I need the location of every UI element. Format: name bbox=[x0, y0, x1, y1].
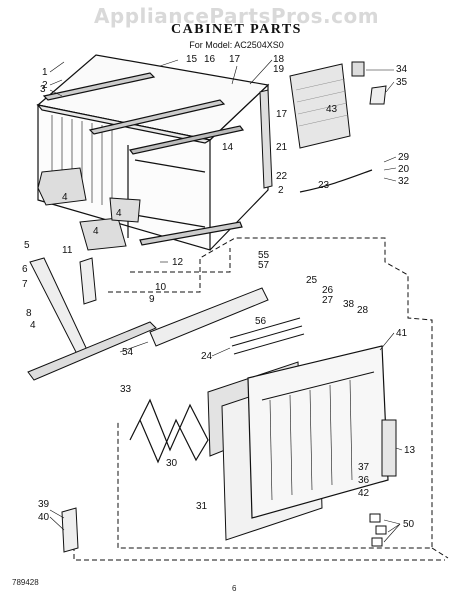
callout-18: 18 bbox=[273, 54, 285, 65]
callout-27: 27 bbox=[322, 295, 334, 306]
part-35-knob bbox=[369, 85, 387, 105]
retainer-clips bbox=[369, 513, 387, 547]
page-number: 6 bbox=[232, 584, 237, 593]
callout-4d: 4 bbox=[30, 320, 36, 331]
callout-40: 40 bbox=[38, 512, 50, 523]
callout-28: 28 bbox=[357, 305, 369, 316]
callout-14: 14 bbox=[222, 142, 234, 153]
callout-34: 34 bbox=[396, 64, 408, 75]
callout-39: 39 bbox=[38, 499, 50, 510]
bottom-rail bbox=[27, 321, 157, 381]
heater-coil bbox=[129, 398, 209, 464]
callout-41: 41 bbox=[396, 328, 408, 339]
left-brackets bbox=[29, 257, 97, 357]
callout-42: 42 bbox=[358, 488, 370, 499]
callout-22: 22 bbox=[276, 171, 288, 182]
callout-32: 32 bbox=[398, 176, 410, 187]
callout-4b: 4 bbox=[116, 208, 122, 219]
callout-33: 33 bbox=[120, 384, 132, 395]
callout-2b: 2 bbox=[278, 185, 284, 196]
callout-4c: 4 bbox=[93, 226, 99, 237]
callout-11: 11 bbox=[62, 245, 73, 256]
callout-8: 8 bbox=[26, 308, 32, 319]
callout-4a: 4 bbox=[62, 192, 68, 203]
callout-3: 3 bbox=[40, 84, 46, 95]
callout-21: 21 bbox=[276, 142, 288, 153]
callout-15: 15 bbox=[186, 54, 198, 65]
callout-23: 23 bbox=[318, 180, 330, 191]
part-34-pad bbox=[351, 61, 365, 77]
callout-17b: 17 bbox=[276, 109, 288, 120]
callout-13: 13 bbox=[404, 445, 416, 456]
leader-lines bbox=[49, 59, 403, 543]
callout-26: 26 bbox=[322, 285, 334, 296]
mounting-pads bbox=[37, 167, 141, 251]
callout-24: 24 bbox=[201, 351, 213, 362]
callout-10: 10 bbox=[155, 282, 167, 293]
callout-7: 7 bbox=[22, 279, 28, 290]
side-panel bbox=[289, 63, 351, 149]
model-subtitle: For Model: AC2504XS0 bbox=[189, 40, 284, 50]
ground-cable bbox=[299, 169, 373, 193]
callout-labels: 1 2 3 4 4 4 5 6 7 8 4 9 10 11 12 14 15 1… bbox=[22, 54, 416, 530]
callout-1: 1 bbox=[42, 67, 48, 78]
callout-16: 16 bbox=[204, 54, 216, 65]
callout-38: 38 bbox=[343, 299, 355, 310]
callout-43: 43 bbox=[326, 104, 338, 115]
vertical-rail bbox=[259, 89, 273, 189]
part-13-panel bbox=[381, 419, 397, 477]
callout-36: 36 bbox=[358, 475, 370, 486]
callout-57: 57 bbox=[258, 260, 270, 271]
callout-29: 29 bbox=[398, 152, 410, 163]
callout-54: 54 bbox=[122, 347, 134, 358]
front-grille bbox=[247, 345, 389, 519]
callout-2: 2 bbox=[42, 80, 48, 91]
callout-35: 35 bbox=[396, 77, 408, 88]
callout-30: 30 bbox=[166, 458, 178, 469]
callout-50: 50 bbox=[403, 519, 415, 530]
callout-6: 6 bbox=[22, 264, 28, 275]
callout-12: 12 bbox=[172, 257, 184, 268]
watermark-text: AppliancePartsPros.com bbox=[93, 4, 380, 28]
callout-31: 31 bbox=[196, 501, 208, 512]
coil-frame bbox=[149, 287, 269, 347]
bracket-39-40 bbox=[61, 507, 79, 553]
cabinet-shell bbox=[36, 54, 270, 251]
callout-17a: 17 bbox=[229, 54, 241, 65]
callout-55: 55 bbox=[258, 250, 270, 261]
callout-5: 5 bbox=[24, 240, 30, 251]
diagram-title: CABINET PARTS bbox=[171, 22, 302, 37]
louver-slats bbox=[229, 317, 305, 355]
callout-9: 9 bbox=[149, 294, 155, 305]
callout-19: 19 bbox=[273, 64, 285, 75]
callout-25: 25 bbox=[306, 275, 318, 286]
callout-37: 37 bbox=[358, 462, 370, 473]
callout-20: 20 bbox=[398, 164, 410, 175]
document-id: 789428 bbox=[12, 578, 39, 587]
callout-56: 56 bbox=[255, 316, 267, 327]
